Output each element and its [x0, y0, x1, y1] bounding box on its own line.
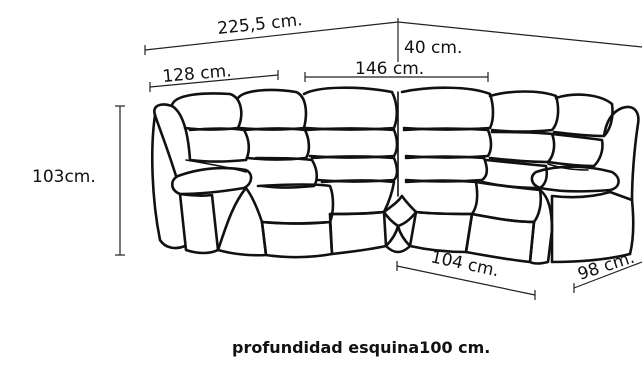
left-back-top-1	[170, 92, 243, 131]
left-back-shell	[185, 159, 247, 173]
height-label: 103cm.	[32, 167, 96, 187]
corner-depth-caption: profundidad esquina100 cm.	[232, 338, 490, 357]
left-back-mid-2	[242, 127, 311, 161]
right-arm-front	[550, 190, 635, 264]
left-seat-side	[216, 186, 268, 257]
total-width-line	[144, 21, 399, 51]
center-right-back-low	[404, 155, 489, 183]
center-right-back-top	[400, 86, 495, 131]
right-arm-back	[602, 105, 640, 202]
left-section-label: 128 cm.	[162, 61, 233, 87]
left-arm	[153, 103, 192, 178]
right-end-line	[573, 261, 642, 289]
center-right-seat	[404, 179, 479, 216]
back-height-label: 40 cm.	[404, 38, 462, 58]
center-right-back-mid	[402, 127, 493, 159]
left-back-top-2	[236, 88, 308, 131]
center-section-label: 146 cm.	[355, 59, 424, 79]
left-seat-cushion	[256, 183, 335, 225]
left-section-line	[149, 74, 279, 88]
sofa	[150, 86, 640, 265]
right-back-shell	[547, 163, 589, 171]
left-arm-pad	[170, 166, 253, 196]
center-left-back-low	[310, 155, 399, 183]
left-seat-front	[260, 220, 334, 259]
left-arm-body	[150, 113, 187, 250]
corner-front	[384, 224, 412, 254]
dimension-lines	[115, 18, 642, 300]
right-back-top-1	[488, 90, 560, 133]
center-right-front	[408, 210, 474, 254]
right-arm-pad	[530, 165, 620, 193]
left-arm-front	[178, 192, 220, 255]
left-back-mid-1	[188, 127, 251, 163]
center-left-back-top	[302, 86, 399, 131]
right-depth-line	[396, 265, 536, 296]
right-width-line	[397, 21, 642, 48]
center-left-front	[328, 210, 388, 256]
center-left-back-mid	[304, 127, 399, 159]
right-seat-front	[464, 212, 536, 264]
right-back-top-2	[552, 93, 614, 138]
right-back-mid-2	[546, 132, 604, 168]
right-arm-side	[528, 188, 554, 265]
total-width-label: 225,5 cm.	[216, 10, 303, 39]
right-back-mid-1	[488, 130, 556, 164]
left-back-low-2	[254, 156, 319, 189]
